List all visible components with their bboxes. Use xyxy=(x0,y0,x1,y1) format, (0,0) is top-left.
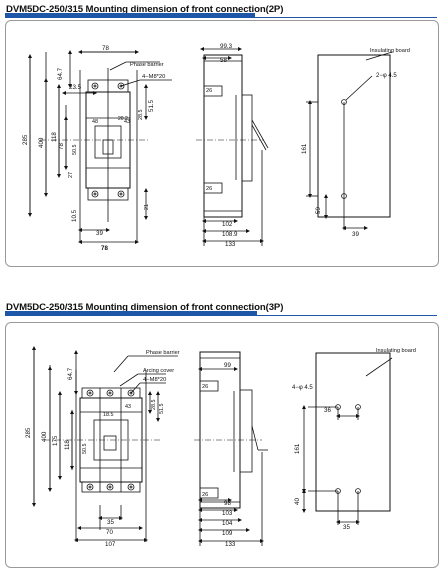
dim-3p-18: 18.5 xyxy=(103,412,114,418)
title-underline-3p xyxy=(5,311,257,315)
front-view-3p xyxy=(32,346,178,542)
dim-3p-side-109: 109 xyxy=(222,530,233,537)
holes-label-2p: 4−M8*20 xyxy=(142,74,165,80)
dim-2p-78b: 78 xyxy=(101,245,108,252)
dim-3p-50: 50.5 xyxy=(82,444,88,455)
dim-2p-side-102: 102 xyxy=(222,221,233,228)
board-holes-3p: 4−φ 4.5 xyxy=(292,385,313,391)
dim-2p-21: 21 xyxy=(144,204,150,210)
dim-2p-board-39: 39 xyxy=(352,231,359,238)
dim-2p-offset: 23.5 xyxy=(69,84,82,91)
dim-3p-64: 64.7 xyxy=(67,367,74,380)
dim-2p-27: 27 xyxy=(68,172,74,178)
board-holes-2p: 2−φ 4.5 xyxy=(376,73,397,79)
dim-3p-70: 70 xyxy=(106,529,113,536)
front-view-2p-labels: 78 Phase barrier 4−M8*20 23.5 64.7 285 4… xyxy=(22,45,165,252)
dim-2p-side-99: 99.3 xyxy=(220,43,233,50)
phase-barrier-label-2p: Phase barrier xyxy=(130,62,164,68)
dim-3p-43: 43 xyxy=(125,404,131,410)
holes-label-3p: 4−M8*20 xyxy=(143,377,166,383)
dim-2p-400: 400 xyxy=(38,137,45,148)
dim-3p-board-35: 35 xyxy=(343,524,350,531)
dim-2p-20: 20.2 xyxy=(118,116,128,122)
dim-2p-side-108: 108.9 xyxy=(222,231,238,238)
dim-3p-side-103: 103 xyxy=(222,510,233,517)
dim-2p-10: 10.5 xyxy=(71,209,78,222)
dim-2p-50: 50.5 xyxy=(72,145,78,156)
dim-3p-51: 51.5 xyxy=(159,404,165,415)
dim-3p-side-99: 99 xyxy=(224,362,231,369)
side-view-2p-labels: 99.3 58 26 26 102 108.9 133 xyxy=(206,43,238,248)
dim-2p-43: 43 xyxy=(124,119,130,125)
dim-2p-side-26a: 26 xyxy=(206,88,212,94)
side-view-2p xyxy=(196,47,269,246)
dim-3p-107: 107 xyxy=(105,541,116,548)
dim-2p-side-58: 58 xyxy=(220,57,227,64)
dim-2p-board-59: 59 xyxy=(315,207,322,214)
dim-3p-board-36: 36 xyxy=(324,407,331,414)
phase-barrier-label-3p: Phase barrier xyxy=(146,350,180,356)
dim-2p-side-26b: 26 xyxy=(206,186,212,192)
dim-3p-35: 35 xyxy=(107,519,114,526)
dim-3p-side-104: 104 xyxy=(222,520,233,527)
dim-3p-28: 28.5 xyxy=(151,400,157,411)
board-view-2p xyxy=(306,51,393,230)
dim-3p-285: 285 xyxy=(25,427,32,438)
dim-3p-board-40: 40 xyxy=(294,498,301,505)
dim-3p-side-26b: 26 xyxy=(202,492,208,498)
dim-2p-78v: 78 xyxy=(58,143,65,150)
dim-2p-48: 48 xyxy=(92,119,98,125)
dim-2p-118: 118 xyxy=(51,132,58,142)
dim-3p-118: 118 xyxy=(64,440,71,450)
dim-2p-width: 78 xyxy=(102,45,109,52)
dim-3p-side-98: 98 xyxy=(224,500,231,507)
front-view-3p-labels: Phase barrier Arcing cover 4−M8*20 64.7 … xyxy=(25,350,180,548)
front-view-2p xyxy=(28,50,172,244)
dim-2p-39: 39 xyxy=(96,230,103,237)
section-title-2p: DVM5DC-250/315 Mounting dimension of fro… xyxy=(6,4,284,15)
board-label-3p: Insulating board xyxy=(376,348,416,354)
dim-2p-board-161: 161 xyxy=(301,143,308,154)
dim-3p-400: 400 xyxy=(41,431,48,442)
dim-2p-64: 64.7 xyxy=(57,67,64,80)
dim-3p-side-133: 133 xyxy=(225,541,236,548)
title-underline-2p xyxy=(5,13,255,17)
side-view-3p-labels: 99 26 26 98 103 104 109 133 xyxy=(202,362,236,548)
section-divider-3p xyxy=(5,315,437,316)
arcing-cover-label-3p: Arcing cover xyxy=(143,368,174,374)
dim-3p-175: 175 xyxy=(52,435,59,446)
section-divider-2p xyxy=(5,17,437,18)
dim-3p-side-26a: 26 xyxy=(202,384,208,390)
board-view-3p-labels: Insulating board 4−φ 4.5 161 40 36 35 xyxy=(292,348,416,531)
dim-2p-side-133: 133 xyxy=(225,241,236,248)
section-title-3p: DVM5DC-250/315 Mounting dimension of fro… xyxy=(6,302,284,313)
dim-2p-51: 51.5 xyxy=(148,99,155,112)
board-view-2p-labels: Insulating board 2−φ 4.5 161 59 39 xyxy=(301,48,410,238)
board-view-3p xyxy=(302,352,393,525)
dim-2p-285: 285 xyxy=(22,134,29,145)
dim-2p-28: 28.5 xyxy=(138,110,144,121)
board-label-2p: Insulating board xyxy=(370,48,410,54)
side-view-3p xyxy=(194,351,268,546)
dim-3p-board-161: 161 xyxy=(294,443,301,454)
